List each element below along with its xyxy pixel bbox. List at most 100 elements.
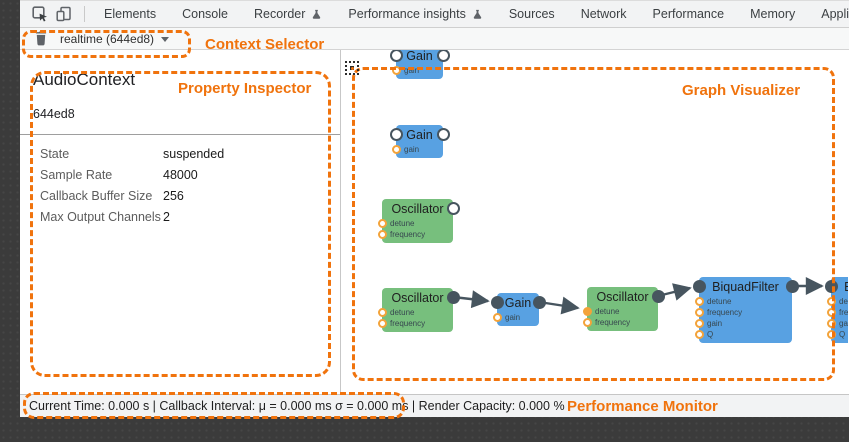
dropdown-caret-icon	[161, 36, 170, 42]
tab-application[interactable]: Application	[808, 1, 849, 27]
tab-performance-insights[interactable]: Performance insights	[335, 1, 495, 27]
node-output-port[interactable]	[446, 202, 460, 215]
param-label: gain	[404, 145, 420, 154]
node-input-port[interactable]	[824, 280, 838, 293]
devtools-toolbar: Elements Console Recorder Performance insig…	[20, 0, 849, 28]
param-label: detune	[390, 219, 415, 228]
delete-context-button[interactable]	[28, 29, 54, 49]
param-port[interactable]	[826, 330, 836, 339]
param-label: detune	[595, 307, 620, 316]
param-row-frequency: frequency	[694, 307, 792, 318]
tab-label: Recorder	[253, 7, 306, 21]
panel-tab-bar: Elements Console Recorder Performance insig…	[91, 1, 849, 27]
param-port[interactable]	[826, 297, 836, 306]
param-port[interactable]	[694, 330, 704, 339]
toolbar-icon-group	[20, 3, 91, 25]
param-label: Q	[707, 330, 714, 339]
node-input-port[interactable]	[490, 296, 504, 309]
property-value: 256	[163, 189, 184, 203]
param-label: frequency	[390, 230, 426, 239]
devtools-window: Elements Console Recorder Performance insig…	[20, 0, 849, 417]
performance-status-bar: Current Time: 0.000 s | Callback Interva…	[20, 394, 849, 417]
param-port[interactable]	[377, 308, 387, 317]
tab-memory[interactable]: Memory	[737, 1, 808, 27]
param-label: frequency	[595, 318, 631, 327]
tab-label: Console	[182, 7, 228, 21]
tab-label: Sources	[508, 7, 555, 21]
param-label: frequency	[390, 319, 426, 328]
param-port[interactable]	[391, 66, 401, 75]
tab-label: Application	[821, 7, 849, 21]
node-title: Gain	[504, 296, 532, 310]
param-port[interactable]	[492, 313, 502, 322]
param-port[interactable]	[377, 230, 387, 239]
node-title: BiquadFilter	[831, 278, 848, 296]
param-port[interactable]	[694, 308, 704, 317]
param-row-Q: Q	[694, 329, 792, 340]
tab-network[interactable]: Network	[568, 1, 640, 27]
tab-sources[interactable]: Sources	[496, 1, 568, 27]
tab-performance[interactable]: Performance	[640, 1, 738, 27]
context-type-title: AudioContext	[33, 70, 136, 89]
param-port[interactable]	[582, 307, 592, 316]
param-port[interactable]	[391, 145, 401, 154]
node-input-port[interactable]	[692, 280, 706, 293]
context-selector-dropdown[interactable]: realtime (644ed8)	[60, 31, 170, 46]
trash-icon	[35, 31, 47, 46]
param-row-detune: detune	[377, 218, 453, 229]
flask-icon	[313, 9, 321, 19]
performance-status-text: Current Time: 0.000 s | Callback Interva…	[29, 399, 565, 413]
property-value: 48000	[163, 168, 198, 182]
tab-label: Performance insights	[348, 7, 466, 21]
inspector-divider	[20, 134, 340, 135]
node-output-port[interactable]	[446, 291, 460, 304]
device-toolbar-button[interactable]	[52, 3, 76, 25]
node-output-port[interactable]	[651, 290, 665, 303]
webaudio-context-toolbar: realtime (644ed8)	[20, 28, 849, 50]
param-row-frequency: frequency	[582, 317, 658, 328]
param-port[interactable]	[694, 319, 704, 328]
node-input-port[interactable]	[389, 50, 403, 62]
context-selector-value: realtime (644ed8)	[60, 31, 155, 46]
param-row-detune: detune	[694, 296, 792, 307]
node-output-port[interactable]	[436, 50, 450, 62]
node-output-port[interactable]	[785, 280, 799, 293]
flask-icon	[473, 9, 482, 19]
param-port[interactable]	[582, 318, 592, 327]
param-port[interactable]	[826, 308, 836, 317]
tab-elements[interactable]: Elements	[91, 1, 169, 27]
param-port[interactable]	[377, 219, 387, 228]
node-title: Oscillator	[596, 290, 649, 304]
inspect-element-button[interactable]	[28, 3, 52, 25]
node-output-port[interactable]	[532, 296, 546, 309]
graph-node-oscillator-3[interactable]: Oscillator detune frequency	[582, 287, 665, 331]
node-output-port[interactable]	[436, 128, 450, 141]
param-label: detune	[839, 297, 848, 306]
context-id: 644ed8	[33, 107, 75, 121]
param-port[interactable]	[694, 297, 704, 306]
tab-console[interactable]: Console	[169, 1, 241, 27]
param-port[interactable]	[377, 319, 387, 328]
param-row-detune: detune	[826, 296, 848, 307]
param-port[interactable]	[826, 319, 836, 328]
node-input-port[interactable]	[389, 128, 403, 141]
param-row-frequency: frequency	[826, 307, 848, 318]
param-label: frequency	[839, 308, 848, 317]
tab-recorder[interactable]: Recorder	[241, 1, 335, 27]
param-label: detune	[707, 297, 732, 306]
param-row-Q: Q	[826, 329, 848, 340]
property-label: Callback Buffer Size	[40, 189, 153, 203]
